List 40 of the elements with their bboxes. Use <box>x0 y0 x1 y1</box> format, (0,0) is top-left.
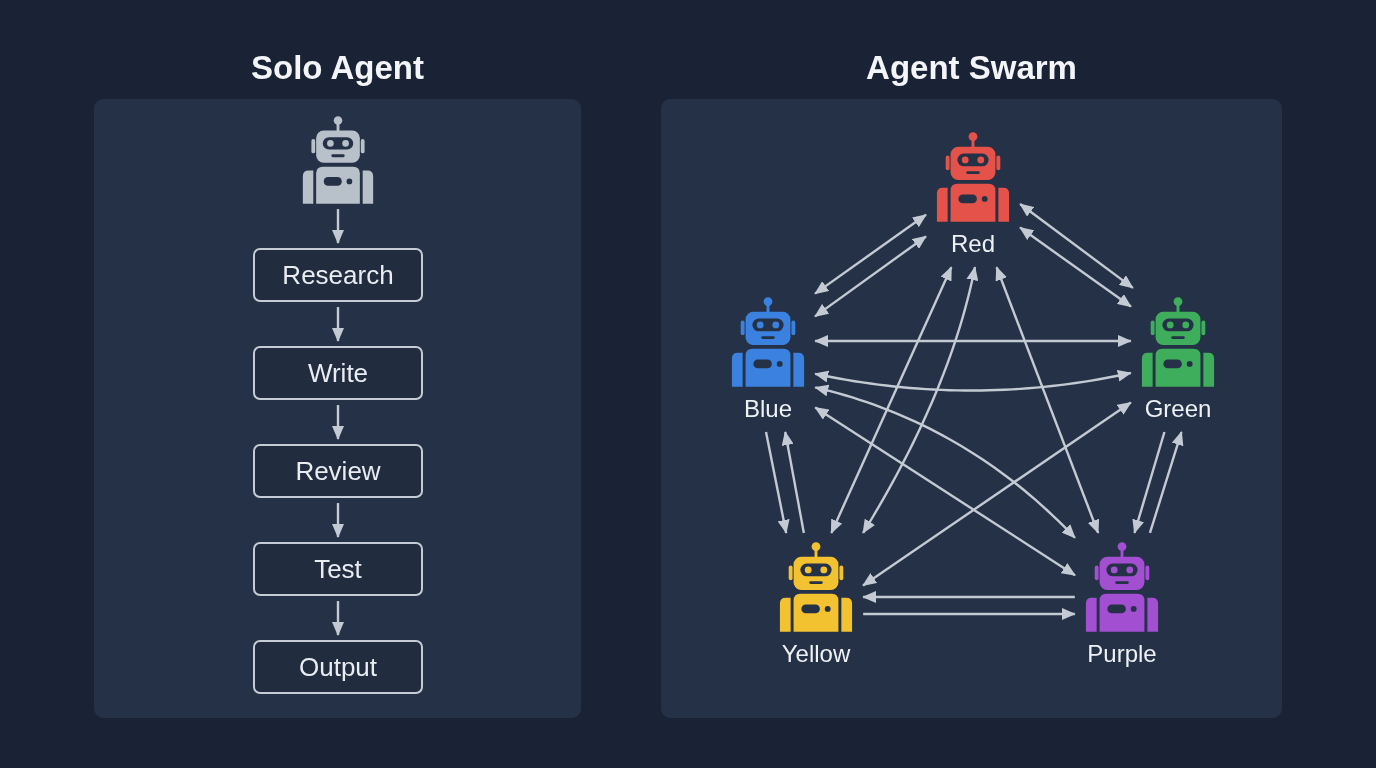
process-box <box>253 346 423 400</box>
arrow <box>862 401 1132 587</box>
arrow <box>995 266 1100 534</box>
arrow <box>332 307 344 342</box>
arrow <box>862 266 979 534</box>
arrow <box>1019 203 1134 289</box>
arrow <box>814 384 1076 539</box>
arrow <box>1148 431 1184 534</box>
process-box <box>253 248 423 302</box>
panel-title: Agent Swarm <box>866 48 1077 88</box>
arrow <box>332 209 344 244</box>
process-box <box>253 444 423 498</box>
arrow <box>814 369 1132 392</box>
agent-label: Purple <box>1087 640 1157 668</box>
step-label: Test <box>314 554 362 584</box>
arrow <box>814 335 1132 347</box>
step-label: Write <box>307 358 369 388</box>
arrow <box>781 431 806 534</box>
agent-label: Blue <box>743 395 792 423</box>
panel-title: Solo Agent <box>251 48 424 88</box>
arrow <box>1132 431 1166 534</box>
arrow <box>1019 226 1132 308</box>
arrow <box>814 213 927 295</box>
agent-label: Yellow <box>781 640 851 668</box>
process-box <box>253 542 423 596</box>
process-box <box>253 640 423 694</box>
arrow <box>764 431 790 534</box>
agent-label: Red <box>951 230 995 258</box>
arrow <box>332 601 344 636</box>
step-label: Research <box>282 260 394 290</box>
arrow <box>830 266 953 534</box>
agent-label: Green <box>1144 395 1212 423</box>
arrow <box>814 406 1076 577</box>
step-label: Review <box>295 456 381 486</box>
arrow <box>332 503 344 538</box>
arrow <box>862 591 1075 603</box>
arrow <box>332 405 344 440</box>
arrow <box>814 235 927 318</box>
arrow <box>863 608 1076 620</box>
step-label: Output <box>298 652 378 682</box>
